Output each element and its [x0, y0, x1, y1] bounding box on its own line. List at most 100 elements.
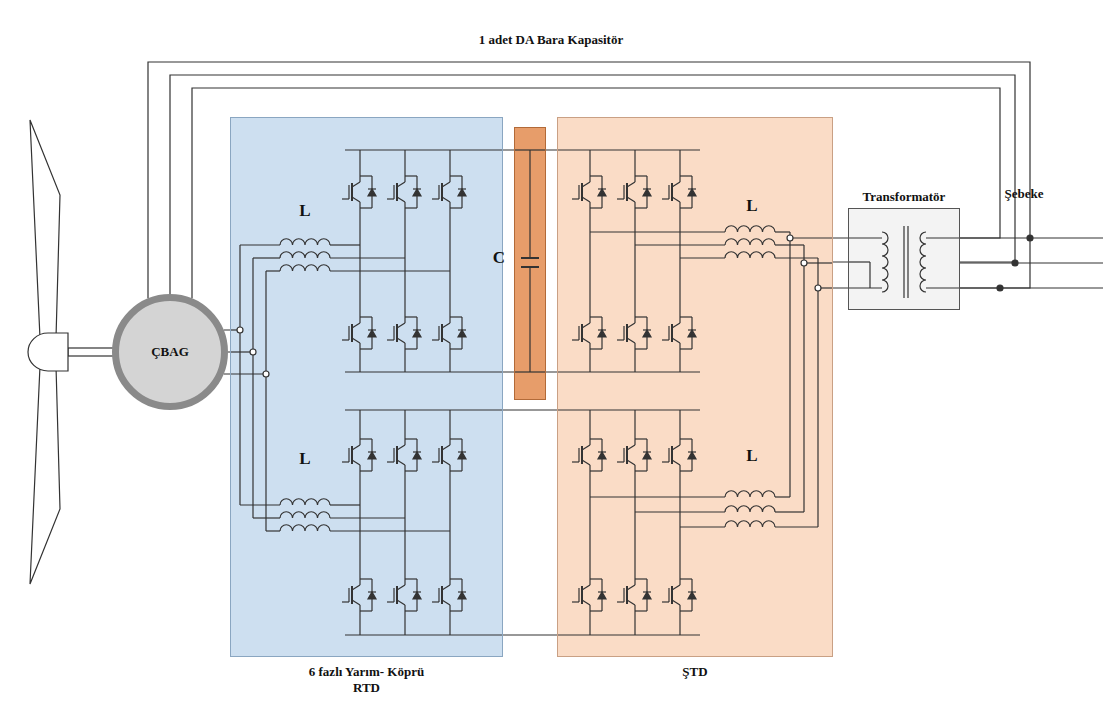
wire [449, 349, 450, 372]
inductor-coil [280, 499, 330, 505]
wire [581, 446, 583, 464]
wire [598, 329, 606, 330]
wire [903, 226, 904, 298]
wire [397, 445, 405, 450]
wire [405, 316, 417, 317]
wire [348, 185, 349, 199]
wire [529, 267, 530, 372]
wire [368, 451, 376, 452]
wire [623, 326, 624, 340]
wire [521, 257, 539, 259]
inductor-coil [725, 506, 775, 512]
wire [441, 446, 443, 464]
wire [582, 585, 590, 590]
wire [679, 605, 680, 611]
wire [330, 530, 450, 531]
wire [397, 338, 405, 343]
wire [679, 410, 680, 439]
wire [589, 439, 590, 445]
wire [668, 185, 669, 199]
wire [441, 586, 443, 604]
wire [598, 451, 606, 452]
wire [393, 448, 394, 462]
wire [672, 182, 680, 187]
panel-fill [557, 117, 833, 657]
wire [634, 465, 635, 471]
diode-symbol [643, 592, 651, 599]
wire [352, 182, 360, 187]
diode-symbol [368, 592, 376, 599]
turbine-hub [28, 333, 68, 371]
wire [589, 465, 590, 471]
wire [265, 271, 266, 531]
wire [598, 188, 606, 189]
wire [360, 438, 372, 439]
wire [679, 343, 680, 349]
diode-symbol [368, 330, 376, 337]
wire [790, 237, 833, 238]
wire [643, 591, 651, 592]
wire [405, 610, 417, 611]
wire [680, 610, 692, 611]
wire [442, 585, 450, 590]
wire [449, 150, 450, 176]
diode-symbol [598, 330, 606, 337]
wire [679, 465, 680, 471]
wire [634, 349, 635, 372]
wire [627, 338, 635, 343]
wire [590, 496, 725, 497]
wire [404, 611, 405, 635]
wire [360, 348, 372, 349]
wire [348, 448, 349, 462]
wire [450, 470, 462, 471]
wire [458, 591, 466, 592]
inductor-coil [725, 226, 775, 232]
wire [352, 445, 360, 450]
wire [449, 611, 450, 635]
wire [360, 207, 372, 208]
wire [449, 465, 450, 471]
diagram-title: 1 adet DA Bara Kapasitör [479, 32, 623, 48]
wire [458, 451, 466, 452]
wire [449, 202, 450, 208]
wire [680, 207, 692, 208]
wire [626, 183, 628, 201]
terminal-dot [263, 371, 269, 377]
terminal-dot [815, 285, 821, 291]
wire [404, 208, 405, 317]
wire [449, 176, 450, 182]
wire [626, 446, 628, 464]
wire [680, 438, 692, 439]
turbine-blade [30, 120, 60, 338]
wire [679, 176, 680, 182]
wire [679, 317, 680, 323]
inductor-label: L [746, 195, 757, 216]
wire [635, 438, 647, 439]
panel-fill [230, 117, 503, 657]
wire [572, 198, 579, 199]
diode-symbol [688, 592, 696, 599]
inductor-label: L [299, 448, 310, 469]
generator-circle: ÇBAG [112, 294, 228, 410]
turbine-blade [30, 366, 60, 584]
wire [252, 258, 253, 518]
wire [359, 208, 360, 317]
wire [432, 461, 439, 462]
wire [432, 601, 439, 602]
wire [393, 185, 394, 199]
wire [348, 326, 349, 340]
wire [359, 176, 360, 182]
wire [413, 451, 421, 452]
wire [352, 323, 360, 328]
rectifier-panel: 6 fazlı Yarım- Köprü RTD [230, 117, 503, 657]
wire [635, 244, 725, 245]
inductor-label: L [299, 200, 310, 221]
wire [572, 339, 579, 340]
wire [404, 410, 405, 439]
wire [387, 461, 394, 462]
wire [230, 373, 266, 374]
wire [848, 237, 882, 238]
wire [668, 326, 669, 340]
wire [442, 338, 450, 343]
